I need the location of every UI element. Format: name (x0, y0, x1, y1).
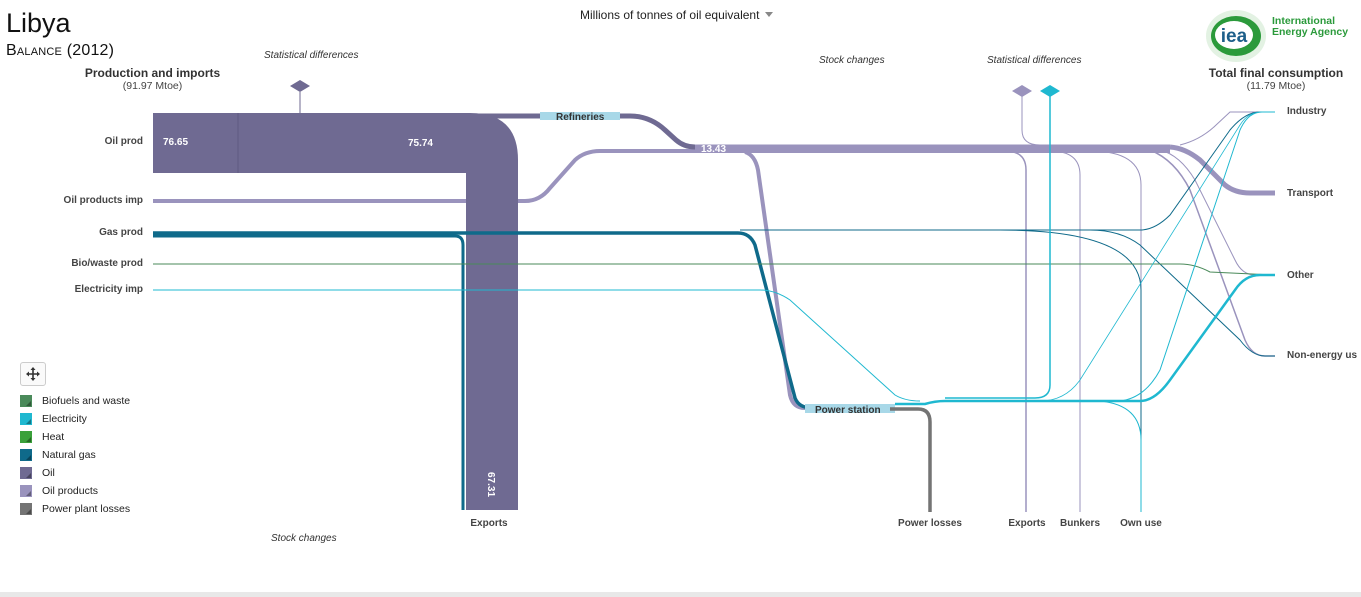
left-column-title: Production and imports (84, 66, 221, 80)
flow-oil-products-industry[interactable] (1179, 111, 1275, 146)
legend-label: Oil products (42, 485, 99, 497)
flow-layer (153, 80, 1276, 512)
destination-non-energy-use[interactable]: Non-energy us (1287, 350, 1358, 361)
legend-item-biofuels-and-waste[interactable]: Biofuels and waste (20, 392, 130, 410)
page-subtitle: Balance (2012) (6, 42, 115, 59)
logo-name-line1: International (1272, 15, 1336, 27)
flow-oil-exports[interactable] (440, 113, 518, 510)
left-column-total: (91.97 Mtoe) (122, 80, 183, 92)
flow-oil-products-power[interactable] (744, 150, 806, 410)
source-biowaste-prod[interactable]: Bio/waste prod (71, 258, 143, 269)
bottom-node-bunkers[interactable]: Bunkers (1059, 518, 1100, 529)
legend-swatch (20, 485, 32, 497)
destination-other[interactable]: Other (1287, 270, 1314, 281)
unit-selector-dropdown[interactable]: Millions of tonnes of oil equivalent (580, 8, 774, 22)
legend-item-oil-products[interactable]: Oil products (20, 482, 130, 500)
bottom-node-exports-oil[interactable]: Exports (470, 518, 508, 529)
logo-name-line2: Energy Agency (1272, 26, 1349, 38)
legend-label: Electricity (42, 413, 87, 425)
flow-oil-products-imports[interactable] (153, 149, 1170, 203)
flow-oil-products-transport[interactable] (1169, 144, 1275, 196)
source-oil-products-imp[interactable]: Oil products imp (63, 195, 143, 206)
flow-electricity-stat-diff[interactable] (945, 96, 1051, 399)
flow-stat-diff-right[interactable] (1021, 96, 1041, 146)
stat-diff-right-label: Statistical differences (987, 55, 1082, 66)
legend-swatch (20, 449, 32, 461)
legend-label: Heat (42, 431, 65, 443)
chevron-down-icon (765, 12, 774, 17)
flow-oil-products-other[interactable] (1159, 149, 1275, 276)
value-oil-products: 13.43 (701, 144, 726, 155)
legend-swatch (20, 431, 32, 443)
page-title: Libya (6, 8, 71, 38)
legend-swatch (20, 467, 32, 479)
stat-diff-electricity-diamond[interactable] (1040, 85, 1060, 97)
flow-oil-products-exports[interactable] (1004, 150, 1027, 512)
flow-natural-gas-own-use[interactable] (999, 229, 1142, 512)
node-power-station-label: Power station (815, 405, 881, 416)
bottom-node-power-losses[interactable]: Power losses (898, 518, 962, 529)
flow-power-losses[interactable] (890, 407, 932, 512)
node-refineries[interactable] (540, 112, 620, 120)
stock-changes-top-label: Stock changes (819, 55, 885, 66)
value-oil-exports: 67.31 (485, 472, 496, 497)
destination-transport[interactable]: Transport (1287, 188, 1334, 199)
source-gas-prod[interactable]: Gas prod (99, 227, 143, 238)
legend-item-electricity[interactable]: Electricity (20, 410, 130, 428)
flow-electricity-output[interactable] (895, 273, 1275, 406)
bottom-scrollbar-strip (0, 592, 1361, 597)
flow-oil-products-own-use[interactable] (1089, 150, 1142, 512)
right-column-total: (11.79 Mtoe) (1246, 80, 1306, 92)
legend-swatch (20, 413, 32, 425)
flow-electricity-own-use[interactable] (1099, 400, 1142, 512)
legend-item-power-plant-losses[interactable]: Power plant losses (20, 500, 130, 518)
flow-natural-gas-exports[interactable] (153, 234, 465, 510)
stat-diff-left-label: Statistical differences (264, 50, 359, 61)
iea-logo: iea (1206, 10, 1266, 62)
flow-oil-products-bunkers[interactable] (1049, 150, 1081, 512)
stat-diff-oil-products-diamond[interactable] (1012, 85, 1032, 97)
move-legend-button[interactable] (20, 362, 46, 386)
legend-label: Biofuels and waste (42, 395, 131, 407)
flow-natural-gas-nonenergy[interactable] (1089, 229, 1275, 357)
flow-natural-gas-final[interactable] (740, 111, 1275, 231)
legend-label: Natural gas (42, 449, 96, 461)
legend-label: Oil (42, 467, 55, 479)
legend-label: Power plant losses (42, 503, 131, 515)
stat-diff-left-diamond[interactable] (290, 80, 310, 92)
right-column-title: Total final consumption (1208, 66, 1344, 80)
legend-swatch (20, 395, 32, 407)
value-oil-after: 75.74 (408, 138, 433, 149)
legend-swatch (20, 503, 32, 515)
legend: Biofuels and waste Electricity Heat Natu… (20, 392, 130, 518)
legend-item-heat[interactable]: Heat (20, 428, 130, 446)
flow-oil-production[interactable] (153, 113, 453, 173)
logo-mark-text: iea (1221, 26, 1248, 47)
bottom-node-own-use[interactable]: Own use (1120, 518, 1162, 529)
flow-electricity-imports[interactable] (153, 289, 921, 402)
flow-natural-gas-power[interactable] (153, 231, 813, 410)
bottom-node-exports[interactable]: Exports (1008, 518, 1046, 529)
source-electricity-imp[interactable]: Electricity imp (74, 284, 143, 295)
node-refineries-label: Refineries (556, 112, 605, 123)
move-arrows-icon (26, 367, 40, 381)
destination-industry[interactable]: Industry (1287, 106, 1327, 117)
flow-electricity-industry-2[interactable] (1039, 111, 1263, 402)
legend-item-natural-gas[interactable]: Natural gas (20, 446, 130, 464)
value-oil-prod: 76.65 (163, 137, 188, 148)
stock-changes-bottom-label: Stock changes (271, 533, 337, 544)
flow-oil-products-nonenergy[interactable] (1149, 149, 1275, 357)
legend-item-oil[interactable]: Oil (20, 464, 130, 482)
unit-selector-label: Millions of tonnes of oil equivalent (580, 8, 760, 22)
iea-logo-name: International Energy Agency (1272, 16, 1348, 38)
node-power-station[interactable] (805, 404, 895, 413)
source-oil-prod[interactable]: Oil prod (104, 136, 143, 147)
flow-biowaste[interactable] (153, 263, 1276, 276)
flow-oil-refineries[interactable] (440, 113, 696, 150)
